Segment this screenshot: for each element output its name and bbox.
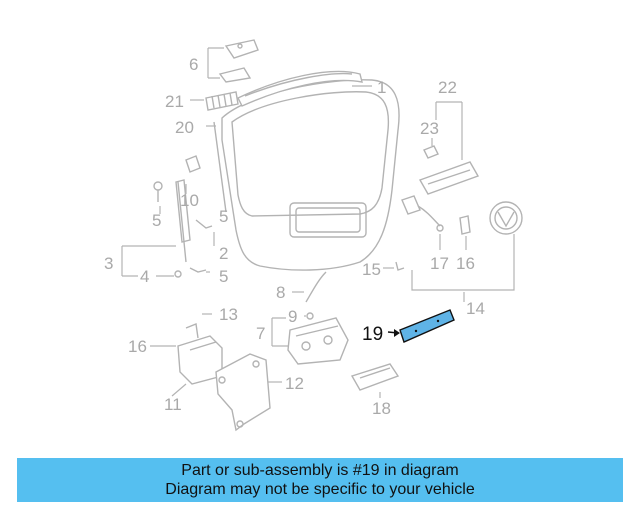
callout-23: 23 (420, 119, 439, 138)
leader-lines (121, 47, 515, 398)
callout-11: 11 (164, 395, 182, 414)
callout-18: 18 (372, 399, 391, 418)
parts-diagram: 1 2 3 4 5 5 5 6 7 8 9 10 11 12 13 14 15 … (104, 39, 523, 432)
clip-15 (395, 261, 405, 271)
callout-16a: 16 (128, 337, 147, 356)
hinge-part (218, 39, 259, 83)
callout-8: 8 (276, 283, 285, 302)
callout-20: 20 (175, 118, 194, 137)
callout-5c: 5 (219, 207, 228, 226)
emblem (489, 201, 523, 235)
callout-19: 19 (362, 324, 383, 345)
callout-10: 10 (180, 191, 199, 210)
handle-assembly (418, 145, 480, 195)
callout-4: 4 (140, 267, 149, 286)
banner-line-1: Part or sub-assembly is #19 in diagram (181, 462, 459, 479)
leader-19-arrow (394, 329, 400, 337)
spoiler (237, 70, 363, 107)
banner-line-2: Diagram may not be specific to your vehi… (165, 481, 475, 498)
seal-part (205, 91, 239, 111)
bulb-part (459, 215, 471, 235)
callout-5b: 5 (219, 267, 228, 286)
info-banner: Part or sub-assembly is #19 in diagram D… (17, 458, 623, 502)
callout-17: 17 (430, 254, 449, 273)
callout-13: 13 (219, 305, 238, 324)
lock-actuator (177, 323, 223, 385)
callout-6: 6 (189, 55, 198, 74)
callout-22: 22 (438, 78, 457, 97)
callout-9: 9 (288, 307, 297, 326)
callout-7: 7 (256, 324, 265, 343)
license-lamp (350, 363, 400, 391)
callout-15: 15 (362, 260, 381, 279)
callout-1: 1 (377, 78, 386, 97)
switch-part (401, 195, 444, 232)
callout-5a: 5 (152, 211, 161, 230)
callout-14: 14 (466, 299, 485, 318)
callout-3: 3 (104, 254, 113, 273)
rod-part (305, 271, 327, 303)
callout-21: 21 (165, 92, 184, 111)
liftgate-panel (213, 79, 400, 271)
callout-2: 2 (219, 244, 228, 263)
callout-12: 12 (285, 374, 304, 393)
latch-assembly (287, 317, 349, 365)
small-fasteners (153, 155, 213, 278)
clip-part (306, 312, 314, 320)
highlighted-part-19 (399, 309, 455, 343)
gas-strut (175, 179, 191, 263)
bracket-part (215, 353, 271, 432)
callout-16b: 16 (456, 254, 475, 273)
